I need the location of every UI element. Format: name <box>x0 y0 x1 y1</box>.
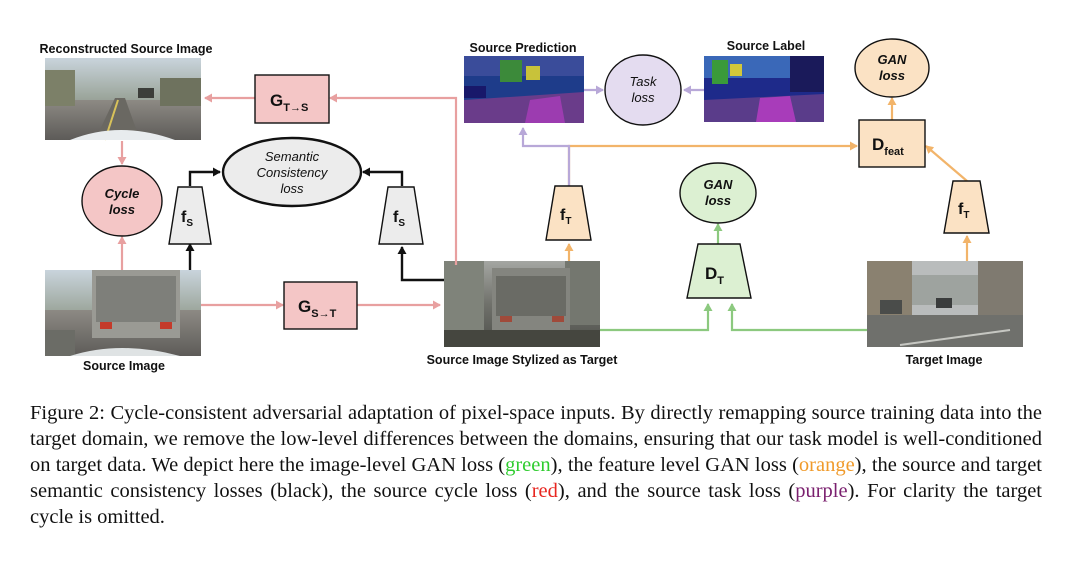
svg-text:Dfeat: Dfeat <box>872 135 904 158</box>
svg-text:Cycle: Cycle <box>105 186 140 201</box>
source-image <box>45 270 201 356</box>
feature-extractor-t-right: fT <box>943 180 990 234</box>
source-stylized-image <box>444 261 600 347</box>
edge-fs-right-to-semantic <box>362 167 404 186</box>
svg-text:loss: loss <box>879 68 905 83</box>
semantic-consistency-loss: Semantic Consistency loss <box>221 136 363 208</box>
reconstructed-source-label: Reconstructed Source Image <box>40 42 213 56</box>
source-prediction-image <box>464 56 584 123</box>
svg-text:fT: fT <box>958 201 969 221</box>
generator-t-to-s: GT→S <box>254 74 330 124</box>
target-image <box>867 261 1023 347</box>
cycle-loss: Cycle loss <box>81 165 163 237</box>
edge-ft-right-to-dfeat <box>925 145 968 182</box>
source-prediction-label: Source Prediction <box>470 41 577 55</box>
source-label-image <box>704 56 824 122</box>
feature-extractor-t-middle: fT <box>545 185 592 241</box>
target-image-label: Target Image <box>906 353 983 367</box>
discriminator-t: DT <box>686 243 752 299</box>
svg-text:loss: loss <box>705 193 731 208</box>
svg-text:Task: Task <box>630 74 658 89</box>
gan-loss-feat: GAN loss <box>854 38 930 98</box>
task-loss: Task loss <box>604 54 682 126</box>
svg-text:GS→T: GS→T <box>298 297 337 320</box>
caption-purple-word: purple <box>795 480 848 502</box>
gan-loss-pixel: GAN loss <box>679 162 757 224</box>
svg-text:Consistency: Consistency <box>257 165 329 180</box>
svg-text:fS: fS <box>393 209 405 229</box>
caption-red-word: red <box>531 480 558 502</box>
edge-stylized-to-dt <box>600 303 713 332</box>
edge-target-to-dt <box>727 303 867 332</box>
caption-green-word: green <box>505 454 551 476</box>
svg-text:GT→S: GT→S <box>270 91 308 114</box>
edge-fs-left-to-semantic <box>188 167 221 186</box>
svg-text:DT: DT <box>705 264 724 287</box>
figure-caption: Figure 2: Cycle-consistent adversarial a… <box>30 402 1042 528</box>
reconstructed-source-image <box>45 58 201 141</box>
edge-ft-to-prediction <box>518 127 571 186</box>
svg-text:loss: loss <box>109 202 135 217</box>
svg-text:fS: fS <box>181 209 193 229</box>
edge-stylized-to-gts <box>329 93 458 265</box>
source-image-label: Source Image <box>83 359 165 373</box>
svg-text:loss: loss <box>280 181 304 196</box>
svg-text:Semantic: Semantic <box>265 149 320 164</box>
feature-extractor-s-right: fS <box>378 186 424 245</box>
svg-text:fT: fT <box>560 207 571 227</box>
caption-orange-word: orange <box>798 454 855 476</box>
svg-text:GAN: GAN <box>878 52 908 67</box>
svg-text:GAN: GAN <box>704 177 734 192</box>
svg-text:loss: loss <box>631 90 655 105</box>
source-label-label: Source Label <box>727 39 806 53</box>
discriminator-feat: Dfeat <box>858 119 926 168</box>
feature-extractor-s-left: fS <box>168 186 212 245</box>
edge-stylized-to-fs-right <box>397 246 444 282</box>
generator-s-to-t: GS→T <box>283 281 358 330</box>
source-stylized-label: Source Image Stylized as Target <box>427 353 619 367</box>
